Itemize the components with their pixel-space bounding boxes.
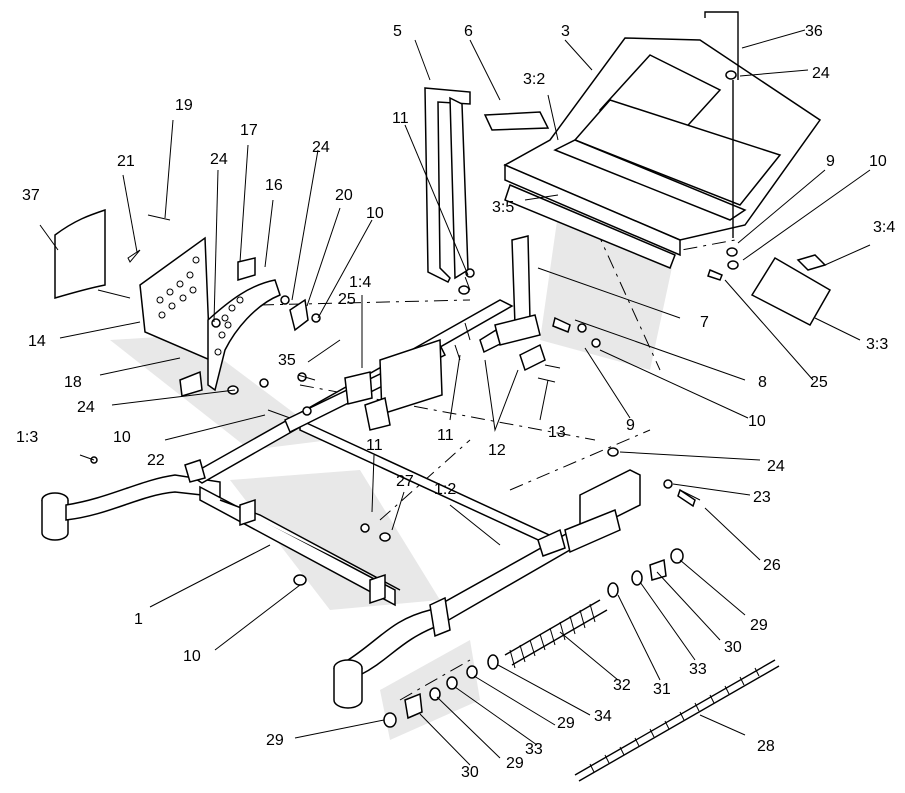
label-7: 7 — [700, 314, 709, 331]
label-32: 32 — [613, 677, 631, 694]
label-16: 16 — [265, 177, 283, 194]
label-3-3: 3:3 — [866, 336, 888, 353]
label-30: 30 — [461, 764, 479, 781]
label-35: 36 — [805, 23, 823, 40]
label-1-4: 1:4 — [349, 274, 371, 291]
linkage-bar — [284, 338, 447, 434]
label-24: 24 — [312, 139, 330, 156]
compression-spring — [504, 599, 608, 669]
label-33: 33 — [689, 661, 707, 678]
label-24: 24 — [77, 399, 95, 416]
deck-cover — [483, 37, 822, 269]
label-33: 33 — [525, 741, 543, 758]
label-24: 24 — [210, 151, 228, 168]
label-9: 9 — [626, 417, 635, 434]
label-9: 9 — [826, 153, 835, 170]
hardware — [90, 70, 739, 728]
label-11: 11 — [366, 437, 383, 454]
handle-rod — [704, 11, 739, 238]
label-10: 10 — [183, 648, 201, 665]
label-20: 20 — [335, 187, 353, 204]
label-24: 24 — [767, 458, 785, 475]
main-frame — [41, 299, 610, 709]
links — [479, 328, 546, 372]
label-10: 10 — [869, 153, 887, 170]
deck-panels — [750, 254, 832, 326]
label-18: 18 — [64, 374, 82, 391]
label-3-2: 3:2 — [523, 71, 545, 88]
label-31: 31 — [653, 681, 671, 698]
label-23: 23 — [753, 489, 771, 506]
label-8: 8 — [758, 374, 767, 391]
leader-lines — [39, 29, 871, 766]
label-1: 1 — [134, 611, 143, 628]
label-13: 11 — [437, 427, 454, 444]
label-15: 14 — [28, 333, 46, 350]
label-11: 11 — [392, 110, 409, 127]
label-1-3: 1:3 — [16, 429, 38, 446]
label-14: 13 — [548, 424, 566, 441]
label-3-5: 3:5 — [492, 199, 514, 216]
label-29: 29 — [506, 755, 524, 772]
label-3: 3 — [561, 23, 570, 40]
vertical-bracket — [424, 87, 471, 284]
label-36: 35 — [278, 352, 296, 369]
label-17: 17 — [240, 122, 258, 139]
label-27: 27 — [396, 473, 414, 490]
label-3-4: 3:4 — [873, 219, 895, 236]
label-22: 22 — [147, 452, 165, 469]
label-12: 12 — [488, 442, 506, 459]
label-1-2: 1:2 — [434, 481, 456, 498]
height-quadrant-plates — [54, 208, 281, 397]
label-10: 10 — [748, 413, 766, 430]
label-5: 5 — [393, 23, 402, 40]
label-29: 29 — [557, 715, 575, 732]
label-29: 29 — [750, 617, 768, 634]
label-25: 25 — [338, 291, 356, 308]
right-side-plate — [564, 469, 641, 554]
label-21: 21 — [117, 153, 135, 170]
label-28: 28 — [757, 738, 775, 755]
label-25: 25 — [810, 374, 828, 391]
label-10: 10 — [113, 429, 131, 446]
label-29: 29 — [266, 732, 284, 749]
label-34: 34 — [594, 708, 612, 725]
label-37: 37 — [22, 187, 40, 204]
threaded-rod — [574, 659, 780, 782]
label-6: 6 — [464, 23, 473, 40]
pivot-arm — [494, 235, 541, 346]
label-30: 30 — [724, 639, 742, 656]
callout-labels: 5 6 3 36 24 3:2 11 19 17 24 21 24 9 10 1… — [16, 23, 895, 781]
label-19: 19 — [175, 97, 193, 114]
label-26: 26 — [763, 557, 781, 574]
label-24: 24 — [812, 65, 830, 82]
label-10: 10 — [366, 205, 384, 222]
